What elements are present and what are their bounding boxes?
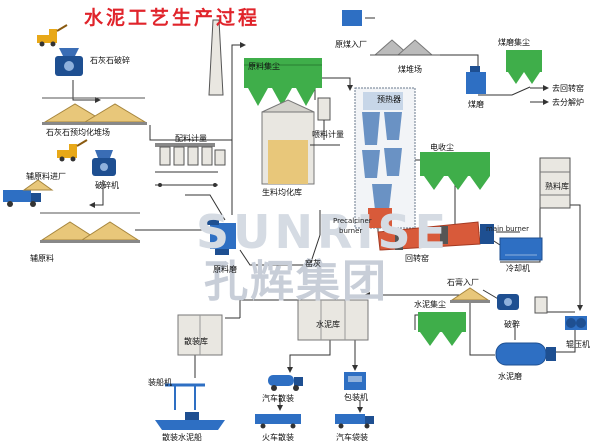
excavator-icon xyxy=(37,24,68,47)
label-gypsum-in: 石膏入厂 xyxy=(447,278,479,287)
label-cooler: 冷却机 xyxy=(506,264,530,273)
silo-icon xyxy=(297,299,369,341)
label-kiln-dust: 窑灰 xyxy=(305,259,321,268)
label-clinker-silo: 熟料库 xyxy=(545,182,569,191)
label-bulk-silo: 散装库 xyxy=(184,337,208,346)
silo-icon xyxy=(539,157,571,209)
coal-yard xyxy=(342,10,440,56)
excavator-icon xyxy=(57,139,88,162)
chimney xyxy=(208,19,224,96)
label-coal-mill: 煤磨 xyxy=(468,100,484,109)
mill-icon xyxy=(495,342,556,366)
batching-bins xyxy=(155,143,218,187)
watermark-chinese: 孔辉集团 xyxy=(204,256,388,307)
label-truck-bulk: 汽车散装 xyxy=(262,394,294,403)
aux-stockpile xyxy=(40,212,140,243)
label-ship-loader: 装船机 xyxy=(148,378,172,387)
label-burner: burner xyxy=(339,227,363,235)
limestone-stockpile xyxy=(42,97,147,125)
crusher-icon xyxy=(497,294,519,310)
preheater-tower xyxy=(354,87,416,229)
silo-icon xyxy=(177,314,223,356)
dust-collector-icon xyxy=(506,50,542,84)
label-coal-dust: 煤磨集尘 xyxy=(498,38,530,47)
label-precalciner: Precalciner xyxy=(333,217,372,225)
feed-bin xyxy=(310,97,340,146)
label-raw-dust: 原料集尘 xyxy=(248,62,280,71)
label-to-kiln: 去回转窑 xyxy=(552,84,584,93)
label-limestone-stockpile: 石灰石预均化堆场 xyxy=(46,128,110,137)
bin-small xyxy=(214,149,226,166)
label-packer: 包装机 xyxy=(344,393,368,402)
label-cement-silo: 水泥库 xyxy=(316,320,340,329)
label-cement-dust: 水泥集尘 xyxy=(414,300,446,309)
label-coal-in: 原煤入厂 xyxy=(335,40,367,49)
label-electrostatic: 电收尘 xyxy=(430,143,454,152)
label-limestone-crusher: 石灰石破碎 xyxy=(90,56,130,65)
crusher-icon xyxy=(55,48,83,76)
label-aux-material: 辅原料 xyxy=(30,254,54,263)
truck-icon xyxy=(335,414,374,429)
stockpile-small xyxy=(22,179,54,191)
label-feed-metering: 喂料计量 xyxy=(312,130,344,139)
diagram-title: 水泥工艺生产过程 xyxy=(84,7,261,29)
label-train-bulk: 火车散装 xyxy=(262,433,294,442)
label-main-burner: main burner xyxy=(486,225,529,233)
bin-small xyxy=(534,296,548,314)
ship-loader xyxy=(165,383,205,410)
watermark-latin: SUNRISE xyxy=(196,205,451,259)
label-to-calciner: 去分解炉 xyxy=(552,98,584,107)
bag-icon xyxy=(344,372,366,390)
label-truck-bag: 汽车袋装 xyxy=(336,433,368,442)
gypsum-pile xyxy=(450,287,490,303)
label-roller-press: 辊压机 xyxy=(566,340,590,349)
kiln-icon xyxy=(377,221,520,251)
label-raw-homogenizing: 生料均化库 xyxy=(262,188,302,197)
dust-collector-icon xyxy=(244,58,322,106)
label-gypsum-crusher: 破碎 xyxy=(504,320,520,329)
ship-icon xyxy=(155,412,225,430)
dust-collector-icon xyxy=(418,312,466,346)
label-kiln: 回转窑 xyxy=(405,254,429,263)
label-raw-mill: 原料磨 xyxy=(213,265,237,274)
label-crusher: 破碎机 xyxy=(95,181,119,190)
crusher-icon xyxy=(92,150,116,176)
train-icon xyxy=(255,414,301,429)
roller-press xyxy=(565,316,587,330)
label-aux-supply: 辅原料进厂 xyxy=(26,172,66,181)
truck-icon xyxy=(268,375,303,391)
dust-collector-icon xyxy=(420,152,490,190)
label-batching: 配料计量 xyxy=(175,134,207,143)
label-coal-yard: 煤堆场 xyxy=(398,65,422,74)
cooler-icon xyxy=(499,237,543,261)
raw-mill xyxy=(205,215,236,255)
label-preheater: 预热器 xyxy=(377,95,401,104)
label-bulk-ship: 散装水泥船 xyxy=(162,433,202,442)
silo-icon xyxy=(261,99,315,185)
truck-icon xyxy=(3,190,41,207)
mill-icon xyxy=(466,66,486,94)
label-cement-mill: 水泥磨 xyxy=(498,372,522,381)
